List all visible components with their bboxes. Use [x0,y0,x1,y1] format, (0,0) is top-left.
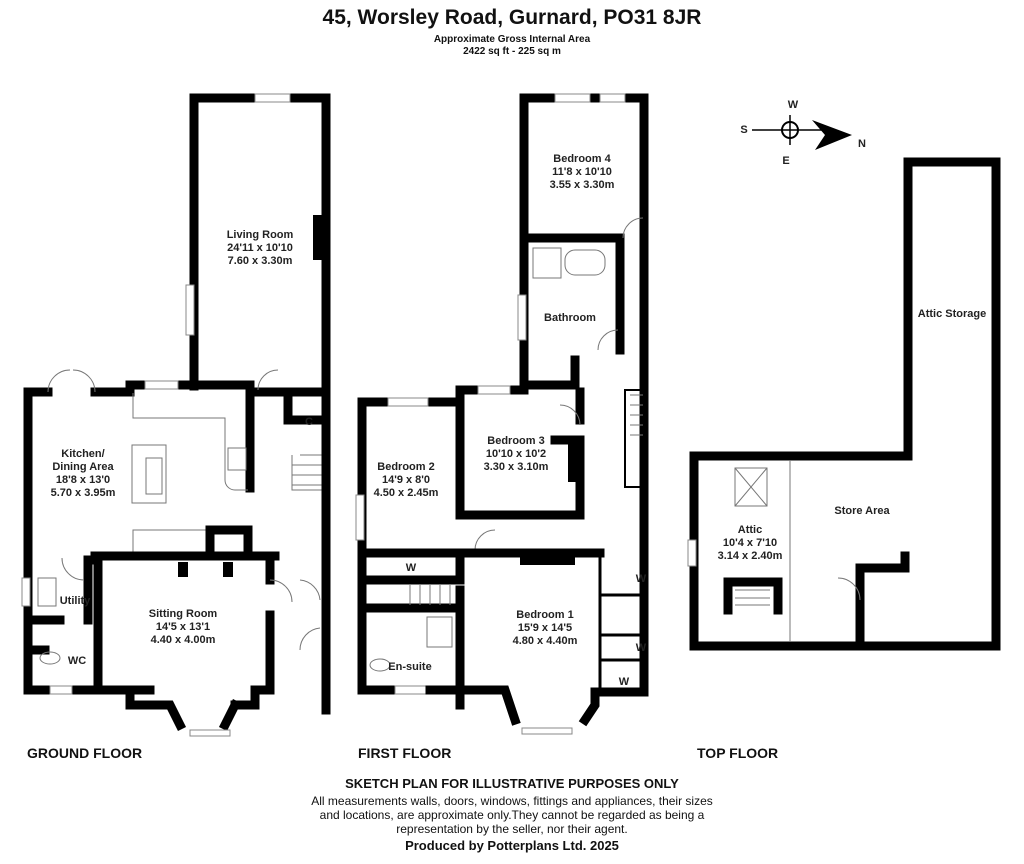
disclaimer-line: All measurements walls, doors, windows, … [311,794,713,808]
top-floor-plan [687,157,1001,651]
cupboard-label: C [305,416,313,428]
wardrobe-label: W [636,573,647,585]
svg-text:14'5 x 13'1: 14'5 x 13'1 [156,621,210,633]
svg-text:24'11 x 10'10: 24'11 x 10'10 [227,242,293,254]
attic-storage-label: Attic Storage [918,308,986,320]
svg-text:14'9 x 8'0: 14'9 x 8'0 [382,474,430,486]
svg-text:5.70 x 3.95m: 5.70 x 3.95m [51,487,116,499]
area-subtitle: Approximate Gross Internal Area [433,34,591,45]
svg-text:Kitchen/: Kitchen/ [61,448,104,460]
kitchen-label: Kitchen/ Dining Area 18'8 x 13'0 5.70 x … [51,448,116,499]
svg-text:4.50 x 2.45m: 4.50 x 2.45m [374,487,439,499]
svg-text:Bedroom 2: Bedroom 2 [377,461,434,473]
disclaimer-line: and locations, are approximate only.They… [319,808,705,822]
property-address-title: 45, Worsley Road, Gurnard, PO31 8JR [322,6,702,29]
svg-text:4.80 x 4.40m: 4.80 x 4.40m [513,635,578,647]
bedroom-2-label: Bedroom 2 14'9 x 8'0 4.50 x 2.45m [374,461,439,499]
compass-rose-icon: W S E N [740,99,866,167]
living-room-label: Living Room 24'11 x 10'10 7.60 x 3.30m [227,229,294,267]
svg-text:Dining Area: Dining Area [52,461,114,473]
svg-text:11'8 x 10'10: 11'8 x 10'10 [552,166,612,178]
wardrobe-label: W [619,676,630,688]
svg-text:Attic: Attic [738,524,762,536]
first-floor-plan [355,93,649,735]
bedroom-3-label: Bedroom 3 10'10 x 10'2 3.30 x 3.10m [484,435,549,473]
wardrobe-label: W [636,642,647,654]
first-floor-label: FIRST FLOOR [358,745,452,761]
utility-label: Utility [60,595,91,607]
top-floor-label: TOP FLOOR [697,745,779,761]
svg-text:18'8 x 13'0: 18'8 x 13'0 [56,474,110,486]
svg-text:Bedroom 1: Bedroom 1 [516,609,573,621]
svg-text:3.14 x 2.40m: 3.14 x 2.40m [718,550,783,562]
bathroom-label: Bathroom [544,312,596,324]
sitting-room-label: Sitting Room 14'5 x 13'1 4.40 x 4.00m [149,608,218,646]
ground-floor-label: GROUND FLOOR [27,745,143,761]
gross-area: 2422 sq ft - 225 sq m [463,46,561,57]
producer-credit: Produced by Potterplans Ltd. 2025 [405,838,619,853]
ensuite-label: En-suite [388,661,431,673]
svg-text:15'9 x 14'5: 15'9 x 14'5 [518,622,572,634]
svg-text:Sitting Room: Sitting Room [149,608,218,620]
store-area-label: Store Area [834,505,890,517]
attic-label: Attic 10'4 x 7'10 3.14 x 2.40m [718,524,783,562]
ground-floor-plan [21,93,331,737]
compass-south: S [740,124,747,136]
compass-north: N [858,138,866,150]
disclaimer-line: representation by the seller, nor their … [396,822,628,836]
bedroom-4-label: Bedroom 4 11'8 x 10'10 3.55 x 3.30m [550,153,615,191]
svg-text:Bedroom 3: Bedroom 3 [487,435,544,447]
svg-text:3.55 x 3.30m: 3.55 x 3.30m [550,179,615,191]
svg-text:3.30 x 3.10m: 3.30 x 3.10m [484,461,549,473]
wardrobe-label: W [406,562,417,574]
svg-text:Bedroom 4: Bedroom 4 [553,153,611,165]
wc-label: WC [68,655,86,667]
svg-text:Living Room: Living Room [227,229,294,241]
disclaimer-heading: SKETCH PLAN FOR ILLUSTRATIVE PURPOSES ON… [345,776,679,791]
svg-text:10'4 x 7'10: 10'4 x 7'10 [723,537,777,549]
bedroom-1-label: Bedroom 1 15'9 x 14'5 4.80 x 4.40m [513,609,578,647]
svg-text:4.40 x 4.00m: 4.40 x 4.00m [151,634,216,646]
compass-east: E [782,155,789,167]
compass-west: W [788,99,799,111]
svg-text:10'10 x 10'2: 10'10 x 10'2 [486,448,546,460]
svg-text:7.60 x 3.30m: 7.60 x 3.30m [228,255,293,267]
